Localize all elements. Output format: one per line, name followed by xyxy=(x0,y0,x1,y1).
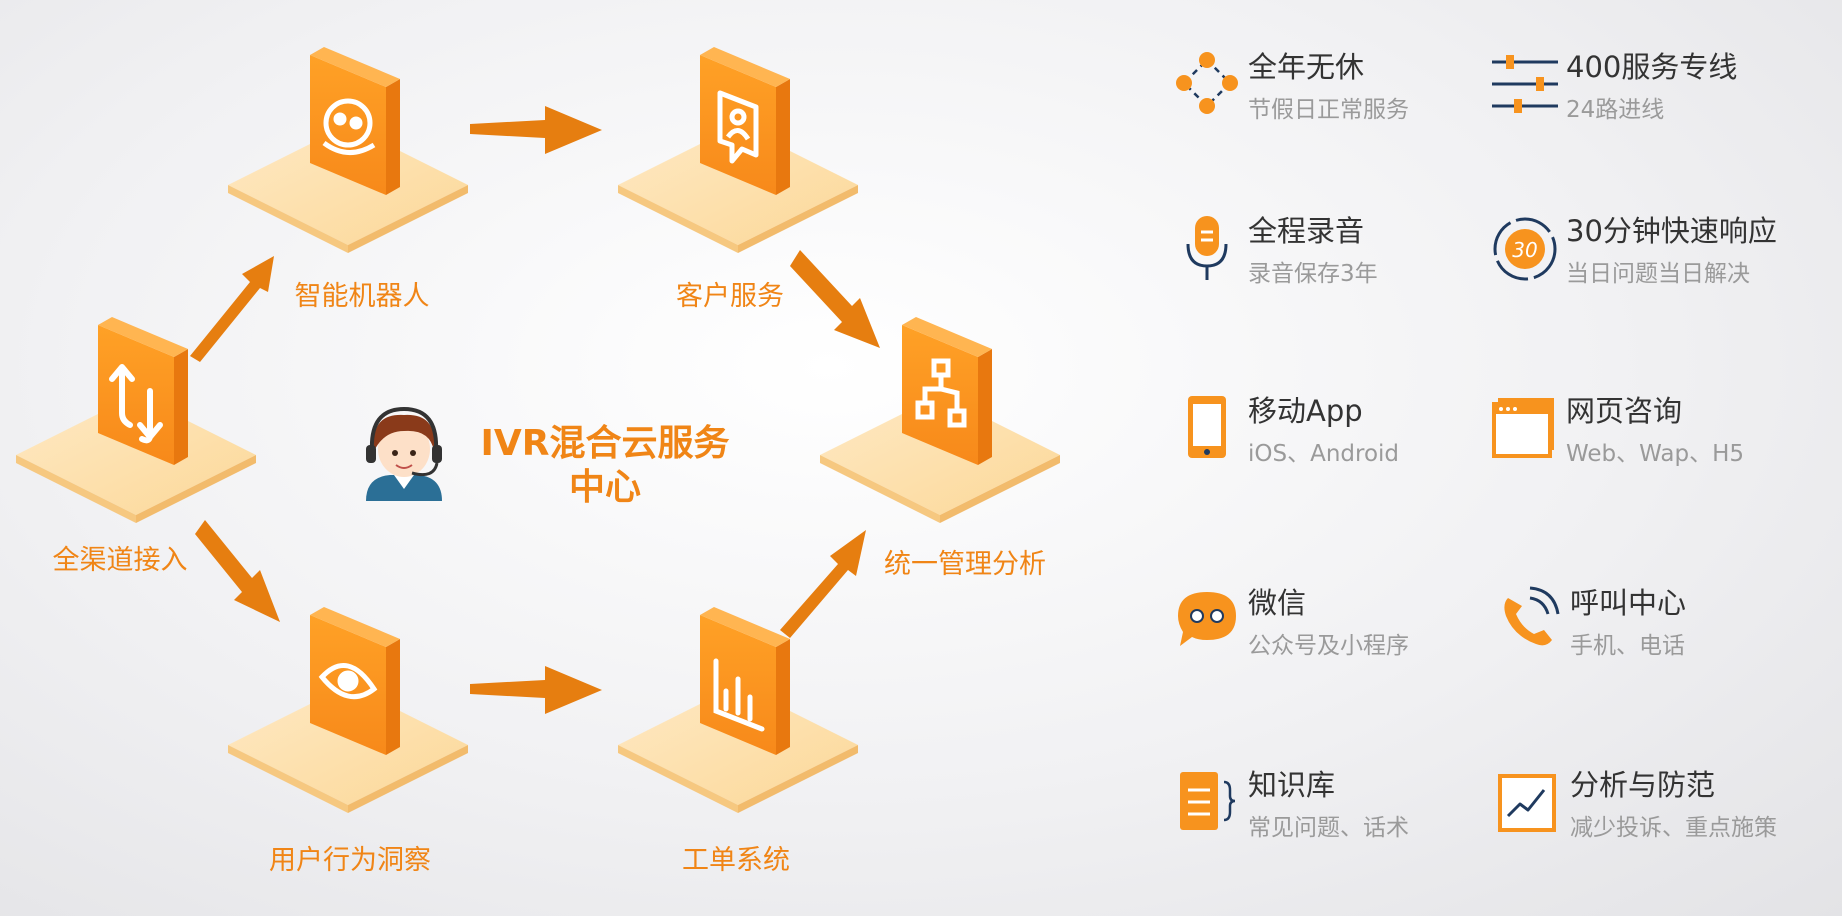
feature-400-line: 400服务专线 24路进线 xyxy=(1490,44,1820,134)
contact-card-icon xyxy=(717,90,759,164)
feature-fast-response: 30 30分钟快速响应 当日问题当日解决 xyxy=(1490,208,1820,298)
arrow-customer-service-to-analysis xyxy=(790,250,880,348)
feature-title: 微信 xyxy=(1248,586,1307,620)
arrow-omnichannel-to-robot xyxy=(190,256,274,362)
feature-title: 全程录音 xyxy=(1248,214,1365,248)
feature-subtitle: 24路进线 xyxy=(1566,97,1665,123)
feature-title: 400服务专线 xyxy=(1566,50,1738,84)
node-omnichannel xyxy=(16,317,256,523)
arrow-ticket-to-analysis xyxy=(780,530,866,638)
agent-avatar xyxy=(366,406,442,501)
node-label-ticket: 工单系统 xyxy=(682,845,790,876)
swap-arrows-icon xyxy=(109,364,163,444)
feature-subtitle: 录音保存3年 xyxy=(1248,261,1378,287)
feature-mobile-app: 移动App iOS、Android xyxy=(1172,388,1502,478)
feature-title: 分析与防范 xyxy=(1570,768,1716,802)
arrow-insight-to-ticket xyxy=(470,666,602,714)
browser-window-icon xyxy=(1492,398,1554,458)
feature-subtitle: 节假日正常服务 xyxy=(1248,97,1409,123)
feature-subtitle: 公众号及小程序 xyxy=(1248,633,1409,659)
arrow-omnichannel-to-insight xyxy=(195,520,280,622)
center-title: IVR混合云服务 中心 xyxy=(470,422,740,510)
feature-subtitle: 当日问题当日解决 xyxy=(1566,261,1750,287)
feature-title: 呼叫中心 xyxy=(1570,586,1687,620)
node-robot xyxy=(228,47,468,253)
node-label-insight: 用户行为洞察 xyxy=(269,845,431,876)
document-icon xyxy=(1180,772,1236,830)
feature-subtitle: 减少投诉、重点施策 xyxy=(1570,815,1777,841)
bar-chart-icon xyxy=(713,658,765,732)
robot-icon xyxy=(322,98,376,155)
feature-subtitle: 手机、电话 xyxy=(1570,633,1685,659)
feature-title: 30分钟快速响应 xyxy=(1566,214,1777,248)
feature-subtitle: Web、Wap、H5 xyxy=(1566,441,1745,467)
feature-call-center: 呼叫中心 手机、电话 xyxy=(1494,580,1824,670)
feature-title: 移动App xyxy=(1248,394,1363,428)
feature-title: 全年无休 xyxy=(1248,50,1365,84)
hierarchy-icon xyxy=(915,358,967,428)
node-customer-service xyxy=(618,47,858,253)
mobile-phone-icon xyxy=(1188,396,1226,458)
network-dots-icon xyxy=(1176,52,1238,114)
microphone-icon xyxy=(1186,216,1228,280)
feature-wechat: 微信 公众号及小程序 xyxy=(1172,580,1502,670)
node-label-customer-service: 客户服务 xyxy=(676,281,784,312)
feature-subtitle: iOS、Android xyxy=(1248,441,1400,467)
node-label-analysis: 统一管理分析 xyxy=(884,549,1046,580)
feature-year-round: 全年无休 节假日正常服务 xyxy=(1172,44,1502,134)
center-title-line1: IVR混合云服务 xyxy=(480,423,730,464)
feature-title: 知识库 xyxy=(1248,768,1336,802)
node-label-robot: 智能机器人 xyxy=(294,281,430,312)
node-insight xyxy=(228,607,468,813)
feature-knowledge-base: 知识库 常见问题、话术 xyxy=(1172,762,1502,852)
sliders-icon xyxy=(1492,55,1558,113)
node-label-omnichannel: 全渠道接入 xyxy=(52,545,188,576)
node-ticket xyxy=(618,607,858,813)
trend-chart-icon xyxy=(1498,774,1556,832)
timer-value: 30 xyxy=(1512,238,1537,262)
feature-subtitle: 常见问题、话术 xyxy=(1248,815,1409,841)
center-title-line2: 中心 xyxy=(568,467,641,508)
feature-web-consult: 网页咨询 Web、Wap、H5 xyxy=(1490,388,1820,478)
feature-recording: 全程录音 录音保存3年 xyxy=(1172,208,1502,298)
timer-30-icon: 30 xyxy=(1493,217,1557,281)
feature-title: 网页咨询 xyxy=(1566,394,1683,428)
wechat-bubble-icon xyxy=(1178,592,1236,646)
feature-analysis-prevention: 分析与防范 减少投诉、重点施策 xyxy=(1494,762,1824,852)
eye-icon xyxy=(318,663,378,700)
node-analysis xyxy=(820,317,1060,523)
phone-handset-icon xyxy=(1504,586,1560,646)
arrow-robot-to-customer-service xyxy=(470,106,602,154)
